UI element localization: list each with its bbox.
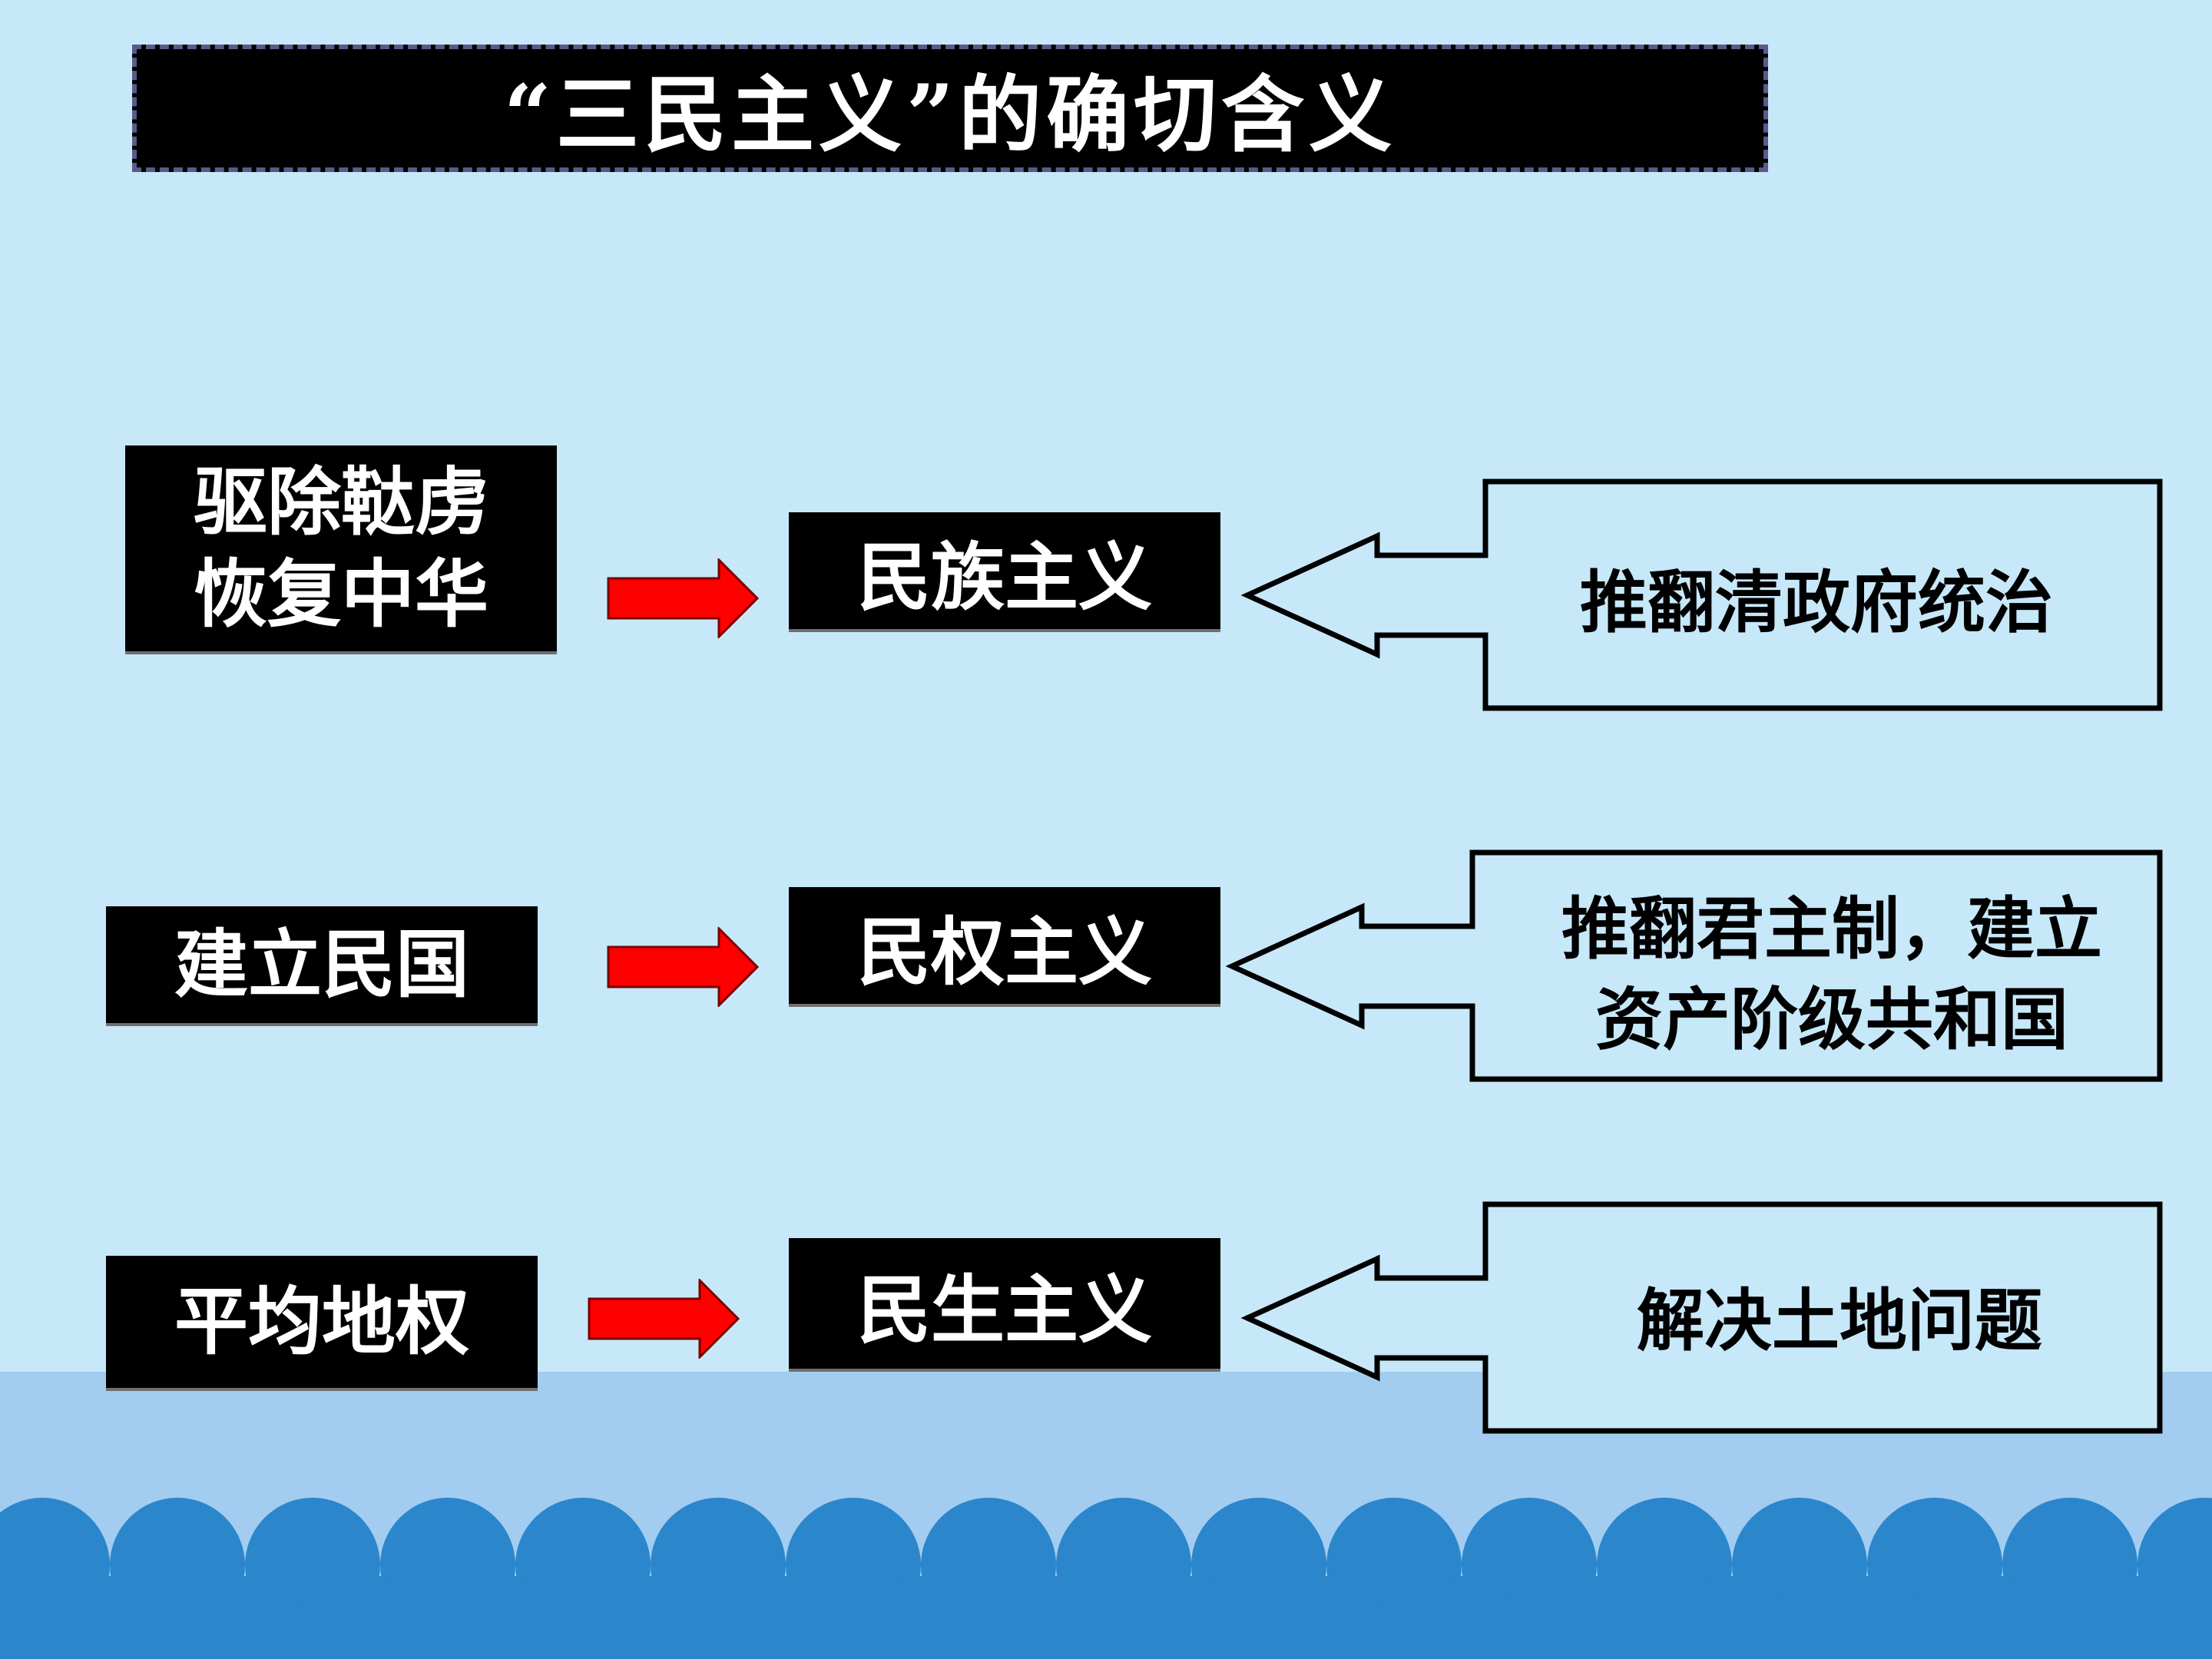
principle-box-3: 民生主义	[789, 1238, 1220, 1369]
slogan-2-line-1: 建立民国	[174, 921, 469, 1008]
principle-3-label: 民生主义	[857, 1266, 1152, 1353]
red-arrow-2	[607, 927, 760, 1007]
callout-3	[1240, 1201, 2163, 1434]
slogan-1-line-1: 驱除鞑虏	[194, 459, 488, 545]
slogan-1-line-2: 恢复中华	[194, 551, 488, 637]
slogan-box-3: 平均地权	[106, 1256, 538, 1388]
principle-2-label: 民权主义	[857, 908, 1152, 995]
scallop-base	[0, 1613, 2212, 1659]
red-arrow-1	[607, 558, 760, 638]
principle-box-1: 民族主义	[789, 512, 1220, 629]
principle-box-2: 民权主义	[789, 887, 1220, 1004]
meaning-2-line-2: 资产阶级共和国	[1594, 979, 2068, 1059]
principle-1-label: 民族主义	[857, 533, 1152, 621]
slogan-box-2: 建立民国	[106, 906, 538, 1023]
meaning-2-line-1: 推翻君主制，建立	[1561, 889, 2102, 969]
page-title: “三民主义”的确切含义	[132, 45, 1768, 172]
red-arrow-3	[588, 1279, 740, 1359]
wave-decoration	[0, 1498, 2212, 1659]
slogan-3-line-1: 平均地权	[174, 1278, 469, 1365]
callout-1	[1240, 478, 2163, 711]
meaning-3-line-1: 解决土地问题	[1636, 1280, 2042, 1360]
title-text: “三民主义”的确切含义	[503, 67, 1397, 164]
meaning-1-line-1: 推翻清政府统治	[1579, 562, 2053, 642]
meaning-text-3: 解决土地问题	[1536, 1275, 2143, 1366]
slogan-box-1: 驱除鞑虏 恢复中华	[125, 445, 557, 651]
meaning-text-2: 推翻君主制，建立 资产阶级共和国	[1505, 883, 2158, 1065]
callout-2	[1225, 849, 2163, 1082]
meaning-text-1: 推翻清政府统治	[1505, 557, 2128, 647]
